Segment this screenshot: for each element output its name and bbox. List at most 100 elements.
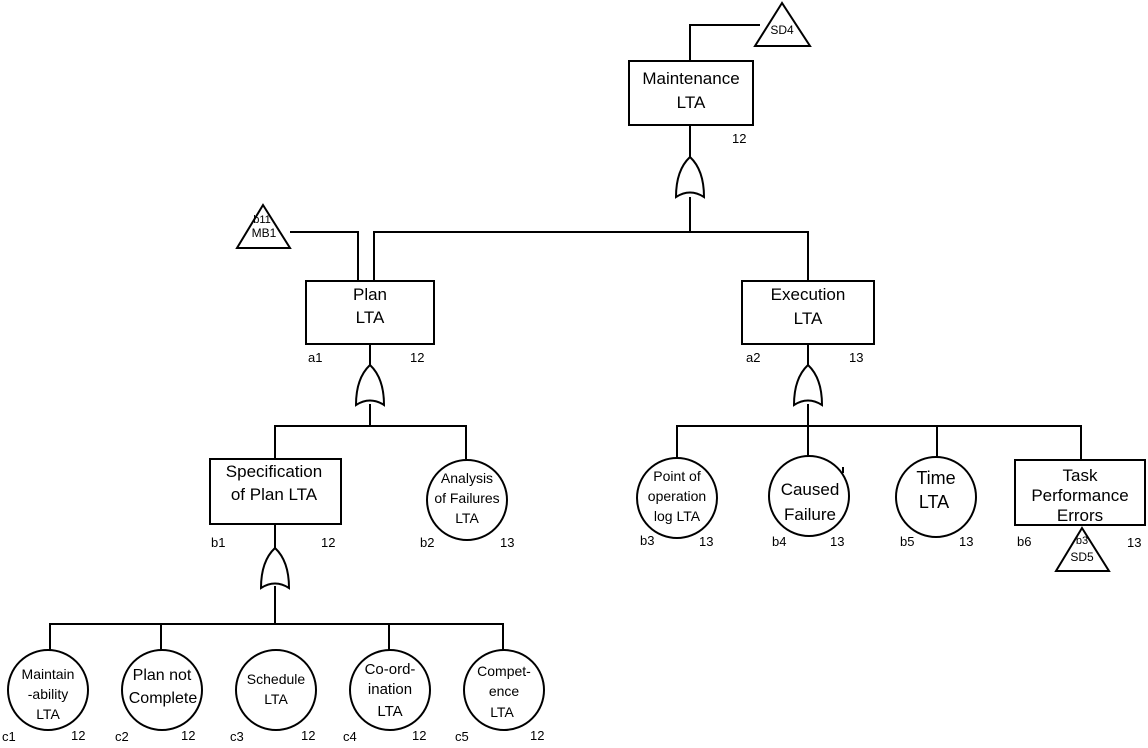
event-number: 13 [500, 535, 514, 550]
event-id: b2 [420, 535, 434, 550]
event-id: c4 [343, 729, 357, 744]
event-label-line2: LTA [794, 309, 823, 328]
event-box [741, 280, 875, 345]
event-label-line2: LTA [356, 308, 385, 327]
event-label-line3: log LTA [654, 508, 701, 524]
event-id: b6 [1017, 534, 1031, 549]
basic-event-circle [463, 649, 545, 731]
event-label-line3: LTA [36, 706, 60, 722]
event-label-line2: Performance [1031, 486, 1128, 505]
basic-event-circle [7, 649, 89, 731]
event-label-line1: Caused [781, 480, 840, 499]
event-number: 12 [410, 350, 424, 365]
basic-event-circle [636, 457, 718, 539]
connectors [49, 24, 1082, 652]
basic-event-circle [426, 459, 508, 541]
transfer-mb1-label: MB1 [252, 226, 277, 240]
event-id: c3 [230, 729, 244, 744]
event-c1-maintainability-lta: Maintain -ability LTA c1 12 [2, 649, 89, 744]
basic-event-circle [235, 649, 317, 731]
transfer-mb1-id: b11 [253, 214, 271, 226]
event-label-line1: Maintenance [642, 69, 739, 88]
event-label-line1: Schedule [247, 671, 306, 687]
basic-event-circle [121, 649, 203, 731]
event-label-line1: Execution [771, 285, 846, 304]
event-b5-time-lta: Time LTA b5 13 [895, 456, 977, 549]
event-number: 13 [1127, 535, 1141, 550]
event-label-line2: Failure [784, 505, 836, 524]
transfer-triangle-icon [1054, 526, 1111, 572]
event-number: 12 [321, 535, 335, 550]
event-label-line2: LTA [264, 691, 288, 707]
or-gate-icon [259, 546, 291, 590]
event-id: b3 [640, 533, 654, 548]
event-box [1014, 459, 1146, 526]
event-label-line2: ination [368, 681, 412, 698]
transfer-sd5-label: SD5 [1070, 550, 1094, 564]
gate-a2-branch [676, 425, 1082, 460]
event-id: c1 [2, 729, 16, 744]
event-number: 12 [301, 728, 315, 743]
event-label-line1: Specification [226, 462, 322, 481]
transfer-triangle-icon [235, 203, 292, 249]
event-number: 12 [412, 728, 426, 743]
gate-a1-branch [274, 425, 467, 459]
event-number: 12 [181, 728, 195, 743]
event-label-line3: LTA [490, 704, 514, 720]
event-c3-schedule-lta: Schedule LTA c3 12 [230, 649, 317, 744]
event-box [305, 280, 435, 345]
event-box [628, 60, 754, 126]
event-label-line3: LTA [377, 703, 402, 720]
event-number: 12 [732, 131, 746, 146]
gate-b1-branch [49, 623, 504, 652]
event-number: 13 [830, 534, 844, 549]
top-event-maintenance-lta: Maintenance LTA 12 [628, 60, 754, 146]
gate0-branch [373, 231, 809, 281]
event-label-line2: LTA [919, 492, 949, 512]
event-label-line1: Analysis [441, 470, 493, 486]
event-label-line1: Time [916, 468, 955, 488]
event-number: 12 [71, 728, 85, 743]
event-label-line1: Maintain [22, 666, 75, 682]
event-label-line1: Compet- [477, 663, 531, 679]
event-c2-plan-not-complete: Plan not Complete c2 12 [115, 649, 203, 744]
transfer-sd4: SD4 [753, 1, 812, 47]
event-b3-point-of-operation-log-lta: Point of operation log LTA b3 13 [636, 457, 718, 549]
event-number: 13 [959, 534, 973, 549]
transfer-sd5: b3 SD5 [1054, 526, 1111, 572]
event-a1-plan-lta: Plan LTA a1 12 [305, 280, 435, 365]
transfer-triangle-icon [753, 1, 812, 47]
event-c5-competence-lta: Compet- ence LTA c5 12 [455, 649, 545, 744]
event-label-line1: Point of [653, 468, 701, 484]
event-label-line2: operation [648, 488, 706, 504]
event-id: b5 [900, 534, 914, 549]
event-label-line2: of Failures [434, 490, 499, 506]
event-label-line2: of Plan LTA [231, 485, 318, 504]
event-b4-caused-failure: Caused Failure b4 13 [768, 455, 850, 549]
event-label-line3: LTA [455, 510, 479, 526]
event-b2-analysis-of-failures-lta: Analysis of Failures LTA b2 13 [420, 459, 514, 550]
event-number: 12 [530, 728, 544, 743]
event-label-line2: ence [489, 683, 520, 699]
event-number: 13 [849, 350, 863, 365]
event-label-line2: -ability [28, 686, 68, 702]
event-label-line2: Complete [129, 690, 198, 707]
transfer-sd4-connector [689, 24, 760, 60]
event-id: a1 [308, 350, 322, 365]
event-a2-execution-lta: Execution LTA a2 13 [741, 280, 875, 365]
basic-event-circle [895, 456, 977, 538]
event-label-line1: Plan not [133, 667, 192, 684]
event-c4-coordination-lta: Co-ord- ination LTA c4 12 [343, 649, 431, 744]
event-id: c5 [455, 729, 469, 744]
transfer-sd4-label: SD4 [770, 23, 794, 37]
or-gate-icon [674, 155, 706, 199]
event-id: b4 [772, 534, 786, 549]
event-b1-specification-of-plan-lta: Specification of Plan LTA b1 12 [209, 458, 342, 550]
event-label-line3: Errors [1057, 506, 1103, 525]
transfer-sd5-id: b3 [1076, 535, 1088, 547]
event-b6-task-performance-errors: Task Performance Errors b6 13 [1014, 459, 1146, 550]
event-box [209, 458, 342, 525]
event-id: c2 [115, 729, 129, 744]
